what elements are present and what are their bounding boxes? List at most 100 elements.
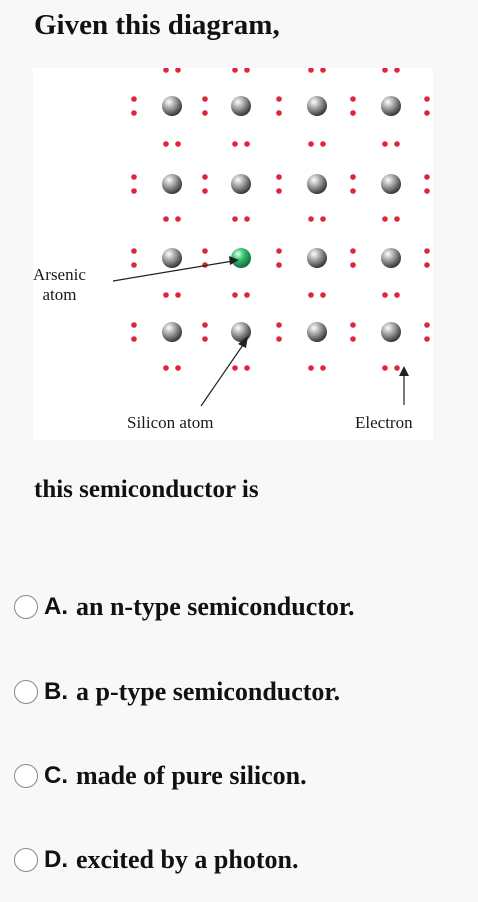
electron-dot <box>350 248 356 254</box>
electron-dot <box>175 292 181 298</box>
electron-dot <box>320 292 326 298</box>
electron-dot <box>350 188 356 194</box>
option-b[interactable]: B. a p-type semiconductor. <box>14 675 340 709</box>
electron-dot <box>382 365 388 371</box>
electron-dot <box>424 248 430 254</box>
option-c[interactable]: C. made of pure silicon. <box>14 759 307 793</box>
arsenic-label-line1: Arsenic <box>33 265 86 284</box>
option-letter: A. <box>44 593 68 620</box>
option-text: an n-type semiconductor. <box>76 592 355 621</box>
arsenic-pointer-arrow <box>229 256 239 265</box>
electron-dot <box>350 110 356 116</box>
electron-dot <box>131 322 137 328</box>
electron-dot <box>131 188 137 194</box>
electron-dot <box>202 110 208 116</box>
silicon-atom <box>231 174 251 194</box>
silicon-atom <box>381 248 401 268</box>
electron-dot <box>163 141 169 147</box>
radio-button-icon[interactable] <box>14 848 38 872</box>
electron-dot <box>350 322 356 328</box>
electron-dot <box>244 141 250 147</box>
electron-dot <box>276 336 282 342</box>
lattice-svg <box>112 68 430 407</box>
silicon-pointer-arrow <box>238 336 248 348</box>
option-text: excited by a photon. <box>76 845 299 874</box>
arsenic-pointer-line <box>112 260 234 282</box>
electron-dot <box>276 96 282 102</box>
electron-dot <box>320 68 326 73</box>
electron-dot <box>163 292 169 298</box>
electron-dot <box>276 188 282 194</box>
electron-dot <box>424 174 430 180</box>
arsenic-label-line2: atom <box>42 285 77 304</box>
electron-dot <box>244 68 250 73</box>
silicon-atom <box>307 248 327 268</box>
electron-dot <box>424 110 430 116</box>
electron-pointer-arrow <box>399 366 409 376</box>
silicon-atom <box>381 322 401 342</box>
lattice-diagram: Arsenic atom Silicon atom Electron <box>33 68 433 440</box>
electron-dot <box>424 322 430 328</box>
option-text: a p-type semiconductor. <box>76 677 341 706</box>
electron-dot <box>276 322 282 328</box>
electron-dot <box>394 365 400 371</box>
radio-button-icon[interactable] <box>14 680 38 704</box>
electron-dot <box>394 141 400 147</box>
electron-dot <box>394 216 400 222</box>
electron-dot <box>232 292 238 298</box>
option-d[interactable]: D. excited by a photon. <box>14 843 298 877</box>
electron-dot <box>244 365 250 371</box>
silicon-atom <box>162 248 182 268</box>
electron-dot <box>163 68 169 73</box>
electron-dot <box>382 292 388 298</box>
electron-dot <box>394 68 400 73</box>
arsenic-atom <box>231 248 251 268</box>
electron-dot <box>276 110 282 116</box>
option-text: made of pure silicon. <box>76 761 307 790</box>
electron-dot <box>232 141 238 147</box>
electron-dot <box>202 248 208 254</box>
electron-dot <box>232 365 238 371</box>
silicon-atom <box>381 96 401 116</box>
electron-dot <box>276 174 282 180</box>
silicon-pointer-line <box>200 341 246 407</box>
electron-dot <box>320 141 326 147</box>
electron-dot <box>350 336 356 342</box>
electron-dot <box>308 365 314 371</box>
electron-dot <box>244 292 250 298</box>
silicon-atom <box>307 322 327 342</box>
electron-dot <box>320 216 326 222</box>
electron-dot <box>244 216 250 222</box>
silicon-atom <box>231 96 251 116</box>
electron-dot <box>424 96 430 102</box>
electron-dot <box>131 174 137 180</box>
silicon-atom <box>381 174 401 194</box>
electron-dot <box>308 141 314 147</box>
radio-button-icon[interactable] <box>14 595 38 619</box>
electron-dot <box>394 292 400 298</box>
electron-dot <box>163 365 169 371</box>
electron-dot <box>175 141 181 147</box>
electron-dot <box>175 365 181 371</box>
atoms <box>162 96 401 342</box>
electron-dot <box>131 96 137 102</box>
electron-dot <box>232 68 238 73</box>
silicon-atom <box>162 96 182 116</box>
electron-dots <box>131 68 430 371</box>
silicon-atom <box>307 96 327 116</box>
electron-dot <box>308 216 314 222</box>
electron-dot <box>232 216 238 222</box>
option-letter: D. <box>44 846 68 873</box>
electron-dot <box>131 336 137 342</box>
electron-dot <box>131 110 137 116</box>
electron-dot <box>175 216 181 222</box>
radio-button-icon[interactable] <box>14 764 38 788</box>
electron-dot <box>382 68 388 73</box>
electron-dot <box>350 262 356 268</box>
silicon-atom <box>231 322 251 342</box>
silicon-atom <box>162 322 182 342</box>
option-a[interactable]: A. an n-type semiconductor. <box>14 590 355 624</box>
silicon-label: Silicon atom <box>127 413 214 432</box>
electron-dot <box>131 262 137 268</box>
electron-dot <box>424 188 430 194</box>
